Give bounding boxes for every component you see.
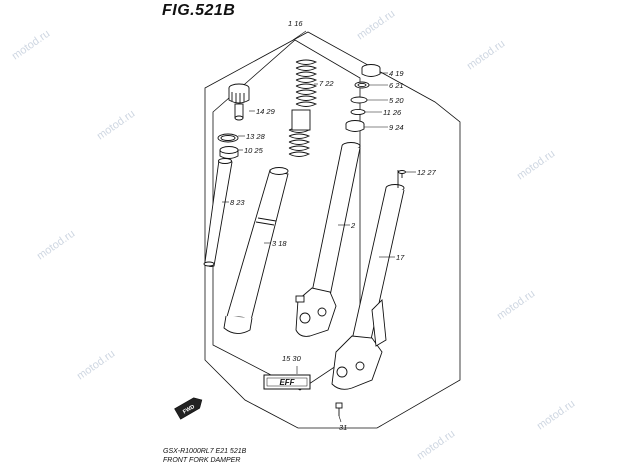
- callout-2: 2: [350, 221, 356, 230]
- footer-model: GSX-R1000RL7 E21 521B: [163, 448, 247, 455]
- callout-7-22: 7 22: [319, 79, 334, 88]
- callout-13-28: 13 28: [246, 132, 266, 141]
- callout-15-30: 15 30: [282, 354, 302, 363]
- callout-1-16: 1 16: [288, 19, 303, 28]
- top-rings: [345, 64, 381, 132]
- damper-rod-tube: [203, 158, 233, 267]
- watermark-text: motod.ru: [95, 108, 137, 143]
- callout-10-25: 10 25: [244, 146, 264, 155]
- callout-5-20: 5 20: [389, 96, 404, 105]
- watermark-text: motod.ru: [35, 228, 77, 263]
- fwd-label: FWD: [182, 404, 196, 415]
- callout-11-26: 11 26: [383, 108, 402, 117]
- inner-tube: [223, 167, 289, 334]
- fork-leg-assembly: [331, 170, 405, 390]
- watermark-text: motod.ru: [10, 28, 52, 63]
- eff-badge: EFF: [263, 374, 311, 390]
- outer-tube-assembly: [295, 142, 361, 337]
- callout-4-19: 4 19: [389, 69, 404, 78]
- callout-12-27: 12 27: [417, 168, 437, 177]
- watermark-text: motod.ru: [415, 428, 457, 463]
- callout-31: 31: [339, 423, 347, 432]
- watermark-text: motod.ru: [495, 288, 537, 323]
- fork-cap-bolt: [228, 83, 250, 121]
- watermark-text: motod.ru: [465, 38, 507, 73]
- callout-17: 17: [396, 253, 405, 262]
- fork-spring: [288, 59, 318, 157]
- callout-9-24: 9 24: [389, 123, 404, 132]
- axle-pinch-bolt: [335, 402, 343, 416]
- watermark-text: motod.ru: [355, 8, 397, 43]
- callout-labels: 1 16 7 22 4 19 6 21 5 20 11 26 9 24 14 2…: [230, 19, 437, 432]
- watermark-text: motod.ru: [535, 398, 577, 433]
- callout-6-21: 6 21: [389, 81, 404, 90]
- figure-title: FIG.521B: [162, 2, 236, 19]
- fwd-arrow-icon: FWD: [174, 397, 203, 420]
- watermark-layer: motod.ru motod.ru motod.ru motod.ru moto…: [10, 8, 577, 463]
- watermark-text: motod.ru: [75, 348, 117, 383]
- leader-lines: [222, 30, 416, 423]
- bleed-screw: [398, 170, 406, 178]
- watermark-text: motod.ru: [515, 148, 557, 183]
- footer-description: FRONT FORK DAMPER: [163, 457, 241, 464]
- callout-3-18: 3 18: [272, 239, 287, 248]
- callout-14-29: 14 29: [256, 107, 276, 116]
- eff-badge-label: EFF: [279, 378, 295, 387]
- callout-8-23: 8 23: [230, 198, 245, 207]
- o-ring-parts: [217, 133, 239, 159]
